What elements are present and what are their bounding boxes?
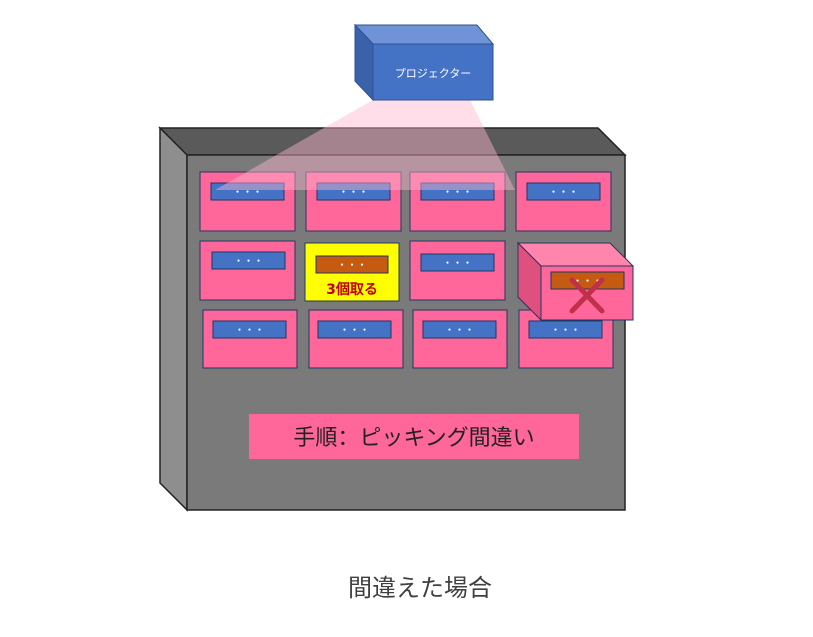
bin-label-plate xyxy=(526,182,601,201)
bin-label-plate xyxy=(422,320,497,339)
bin-label-plate xyxy=(420,253,495,272)
bin-r3c2: ・・・ xyxy=(308,309,404,369)
bin-label: ・・・ xyxy=(235,326,265,337)
bin-label-plate xyxy=(420,182,495,201)
bin-label: ・・・ xyxy=(443,188,473,199)
bin-label-plate xyxy=(315,255,389,274)
bin-label: ・・・ xyxy=(573,277,603,288)
projector-front-face xyxy=(372,43,494,101)
bin-r3c3: ・・・ xyxy=(412,309,508,369)
bin-r2c1: ・・・ xyxy=(199,240,296,301)
projector-top-face xyxy=(353,24,495,45)
bin-r2c3: ・・・ xyxy=(409,240,506,301)
bin-label-plate xyxy=(212,320,287,339)
bin-label-plate xyxy=(316,182,391,201)
bin-label: ・・・ xyxy=(340,326,370,337)
bin-label: ・・・ xyxy=(445,326,475,337)
bin-r1c3: ・・・ xyxy=(409,171,506,232)
bin-label-plate xyxy=(550,271,625,290)
bin-label-plate xyxy=(210,182,285,201)
bin-r1c2: ・・・ xyxy=(305,171,402,232)
step-banner-text: 手順：ピッキング間違い xyxy=(293,426,534,451)
bin-r1c4: ・・・ xyxy=(515,171,612,232)
bin-r1c1: ・・・ xyxy=(199,171,296,232)
diagram-caption: 間違えた場合 xyxy=(348,574,492,602)
bin-label: ・・・ xyxy=(234,257,264,268)
bin-label: ・・・ xyxy=(549,188,579,199)
bin-r2c4-pulled-out: ・・・ xyxy=(516,241,635,322)
pick-instruction: 3個取る xyxy=(326,281,378,298)
bin-r2c2-highlighted: ・・・ 3個取る xyxy=(304,242,400,302)
bin-label: ・・・ xyxy=(337,261,367,272)
bin-label: ・・・ xyxy=(551,326,581,337)
bin-r3c1: ・・・ xyxy=(202,309,298,369)
error-x-icon xyxy=(569,277,605,314)
shelf-side-face xyxy=(159,126,188,512)
bin-label: ・・・ xyxy=(339,188,369,199)
projector: プロジェクター xyxy=(353,23,495,102)
projector-light-beam xyxy=(215,100,515,190)
bin-label: ・・・ xyxy=(443,259,473,270)
bin-label-plate xyxy=(211,251,286,270)
bin-label: ・・・ xyxy=(233,188,263,199)
projector-label: プロジェクター xyxy=(395,67,472,80)
bin-label-plate xyxy=(528,320,603,339)
bin-label-plate xyxy=(317,320,392,339)
step-banner: 手順：ピッキング間違い xyxy=(249,414,579,459)
